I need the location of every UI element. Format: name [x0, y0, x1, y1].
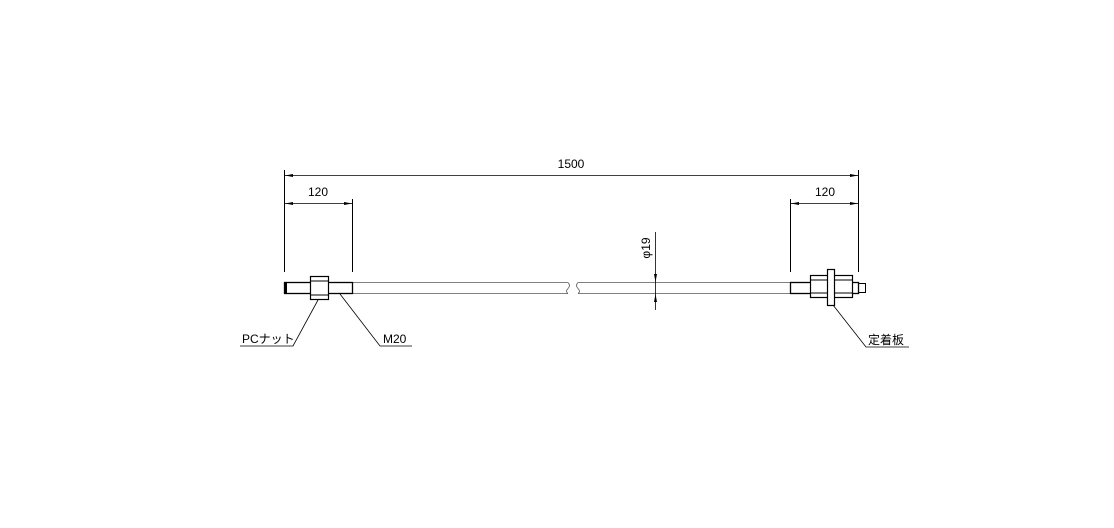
label-m20: M20 — [383, 332, 407, 346]
leader-m20 — [339, 293, 412, 347]
rod-body — [352, 282, 791, 294]
leader-pc-nut — [240, 299, 319, 347]
anchor-plate — [826, 268, 836, 307]
label-pc-nut: PCナット — [242, 332, 295, 346]
pc-nut-left — [309, 275, 330, 301]
dimension-overall-label: 1500 — [558, 157, 585, 171]
label-anchor-plate: 定着板 — [868, 332, 904, 347]
dimension-right-label: 120 — [815, 185, 835, 199]
leader-anchor-plate — [832, 304, 909, 348]
diameter-label: φ19 — [639, 237, 653, 258]
dimension-left-label: 120 — [308, 185, 328, 199]
